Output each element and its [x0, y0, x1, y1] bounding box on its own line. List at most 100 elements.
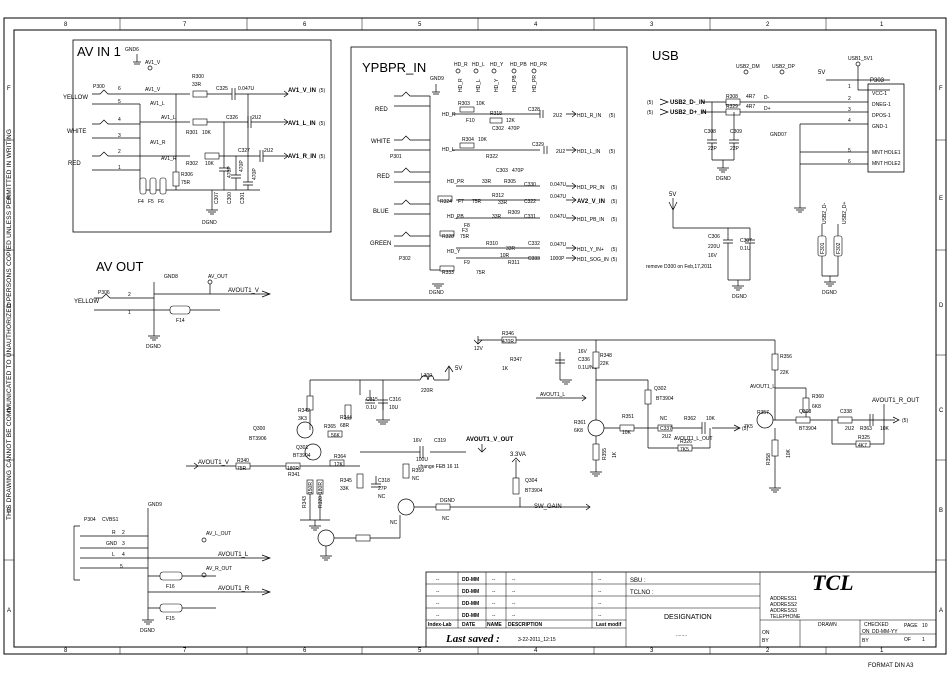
header-description: DESCRIPTION	[508, 622, 543, 628]
part-value: 22K	[780, 370, 790, 376]
pin-number: 5	[118, 99, 121, 105]
part-value: NC	[412, 476, 420, 482]
pin-number: 3	[122, 541, 125, 547]
part-value: 22P	[730, 146, 740, 152]
part-ref: R342	[298, 408, 310, 414]
pin-number: 1	[128, 310, 131, 316]
net-label: AVOUT1_R_OUT	[872, 398, 920, 404]
part-ref: C301	[240, 192, 246, 204]
part-value: 22P	[708, 146, 718, 152]
connector-label: P306	[98, 290, 110, 296]
net-label: HD_L	[442, 147, 455, 153]
part-ref: R360	[812, 394, 824, 400]
part-ref: R302	[186, 161, 198, 167]
pin-name: GND-1	[872, 124, 888, 130]
part-value: NC	[390, 520, 398, 526]
part-value: NC	[378, 494, 386, 500]
input-label: BLUE	[373, 209, 389, 215]
part-ref: R357	[757, 410, 769, 416]
part-value: C319	[434, 438, 446, 444]
part-ref: R359	[412, 468, 424, 474]
row-name: --	[492, 589, 496, 595]
row-letter: C	[7, 408, 12, 414]
part-value: 75R	[181, 180, 191, 186]
row-date: DD-MM	[462, 577, 479, 583]
part-ref: Q304	[525, 478, 537, 484]
row-last-modif: --	[598, 601, 602, 607]
pin-number: 6	[848, 159, 851, 165]
row-description: --	[512, 601, 516, 607]
page-ref: (5)	[902, 418, 908, 424]
part-ref: C328	[528, 107, 540, 113]
gnd-label: GND6	[125, 47, 139, 53]
part-value: 2U2	[556, 149, 565, 155]
part-value: 470R	[502, 339, 514, 345]
net-label: D-	[764, 95, 770, 101]
part-value: 0.047U	[550, 242, 567, 248]
part-value: 2U2	[662, 434, 671, 440]
supply-label: 12V	[474, 346, 484, 352]
row-letter: E	[7, 196, 11, 202]
date-code: DD-MM-YY	[872, 629, 898, 635]
part-ref: F301	[820, 242, 826, 254]
drawing-frame	[3, 17, 947, 655]
test-point-label: USB2_DM	[736, 64, 760, 70]
input-label: WHITE	[371, 139, 390, 145]
gnd-label: DGND	[140, 628, 155, 634]
row-date: DD-MM	[462, 589, 479, 595]
gnd-label: DGND	[429, 290, 444, 296]
supply-label: 5V	[669, 192, 676, 198]
part-ref: C338	[840, 409, 852, 415]
part-value: NC	[442, 516, 450, 522]
part-ref: F7	[458, 199, 464, 205]
row-letter: F	[939, 86, 943, 92]
checked-label: CHECKED	[864, 622, 889, 628]
part-value: 2U2	[252, 115, 261, 121]
net-output: AV1_V_IN	[288, 88, 316, 94]
row-letter: B	[939, 508, 943, 514]
gnd-label: DGND	[716, 176, 731, 182]
net-output: AV1_L_IN	[288, 121, 316, 127]
pin-number: 4	[118, 117, 121, 123]
part-value: 100U	[416, 457, 428, 463]
page-ref: (5)	[611, 257, 617, 263]
part-value: 2U2	[845, 426, 854, 432]
page-ref: (5)	[742, 426, 748, 432]
net-label: AV1_L	[161, 115, 176, 121]
part-ref: Q303	[799, 409, 811, 415]
tclno-label: TCLNO :	[630, 590, 654, 596]
input-label: YELLOW	[74, 299, 99, 305]
input-label: YELLOW	[63, 95, 88, 101]
pin-number: 5	[120, 564, 123, 570]
net-label: AVOUT1_L	[750, 384, 775, 390]
part-value: 27P	[378, 486, 388, 492]
part-value: 150R	[308, 482, 314, 494]
part-ref: Q300	[253, 426, 265, 432]
col-number: 6	[303, 22, 307, 28]
part-ref: R361	[574, 420, 586, 426]
connector-label: P300	[93, 84, 105, 90]
net-label: AVOUT1_L	[540, 392, 565, 398]
net-label: HD_PR	[532, 75, 538, 92]
part-ref: R358	[766, 453, 772, 465]
part-value: 68R	[340, 423, 350, 429]
page-label: PAGE	[904, 623, 918, 629]
supply-label: 5V	[455, 366, 462, 372]
input-label: RED	[375, 107, 388, 113]
part-ref: R303	[458, 101, 470, 107]
part-value: 2U2	[553, 113, 562, 119]
net-label: AVOUT1_L_OUT	[674, 436, 713, 442]
input-label: RED	[68, 161, 81, 167]
part-value: 0.047U	[550, 182, 567, 188]
part-ref: Q301	[296, 445, 308, 451]
part-value: BT3904	[525, 488, 543, 494]
part-value: 3K3	[298, 416, 307, 422]
row-letter: E	[939, 196, 943, 202]
part-value: 0.1U	[740, 246, 751, 252]
pin-name: DPOS-1	[872, 113, 891, 119]
row-letter: B	[7, 508, 11, 514]
net-label: HD_R	[458, 78, 464, 92]
part-ref: C309	[730, 129, 742, 135]
part-ref: R333	[442, 270, 454, 276]
part-value: 75R	[472, 199, 482, 205]
